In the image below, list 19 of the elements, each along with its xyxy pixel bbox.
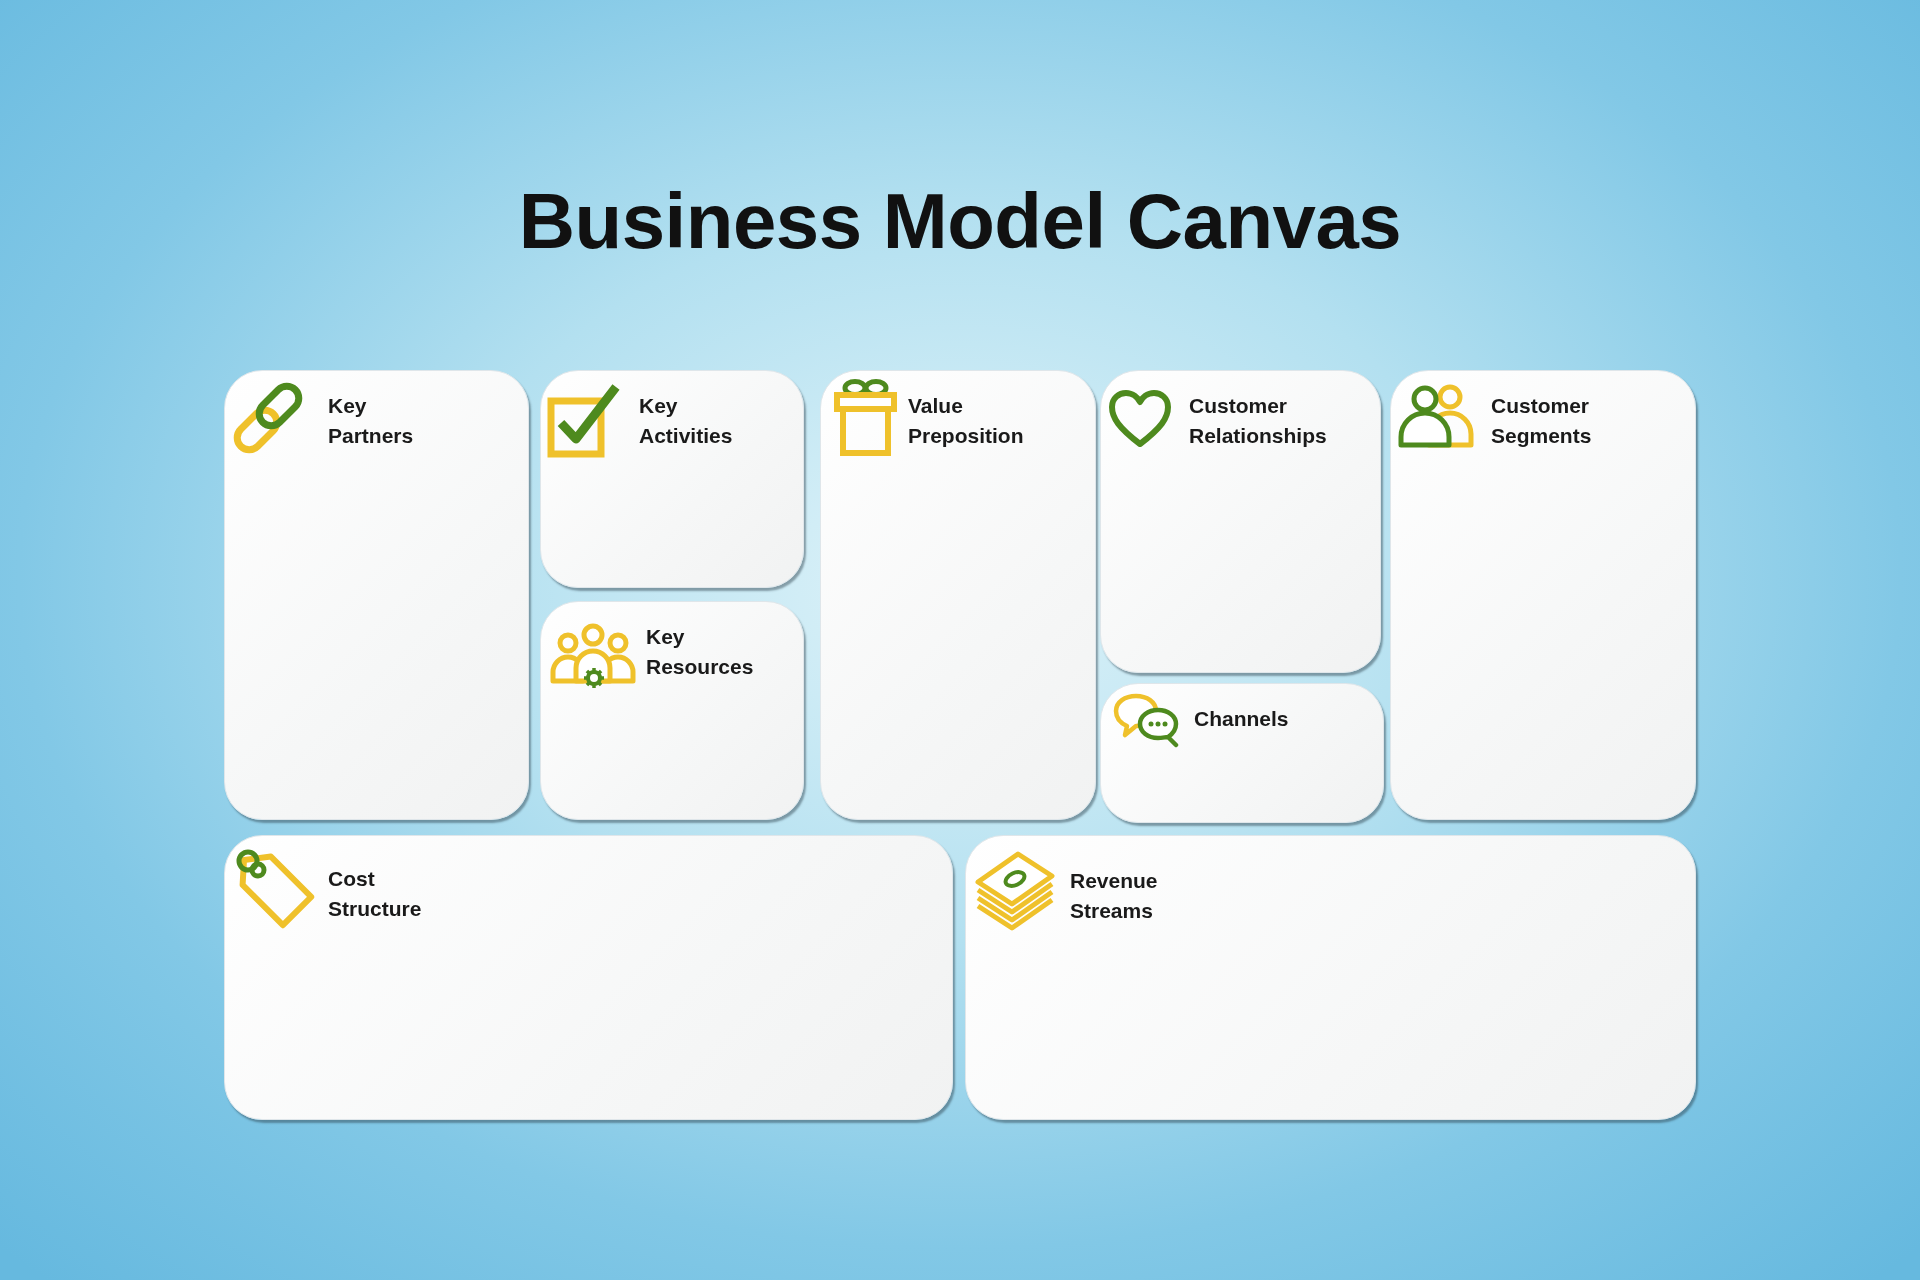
block-title: Customer Relationships bbox=[1189, 393, 1327, 449]
block-title: Channels bbox=[1194, 706, 1289, 732]
diagram-title: Business Model Canvas bbox=[518, 182, 1402, 260]
canvas-block bbox=[1100, 683, 1384, 823]
block-title: Cost Structure bbox=[328, 866, 422, 922]
canvas-block bbox=[224, 370, 529, 820]
canvas-block bbox=[1100, 370, 1381, 673]
canvas-block bbox=[1390, 370, 1696, 820]
block-title: Customer Segments bbox=[1491, 393, 1592, 449]
canvas-block bbox=[224, 835, 953, 1120]
block-title: Value Preposition bbox=[908, 393, 1024, 449]
canvas-block bbox=[540, 370, 804, 588]
block-title: Revenue Streams bbox=[1070, 868, 1158, 924]
canvas-block bbox=[540, 601, 804, 820]
block-title: Key Partners bbox=[328, 393, 414, 449]
canvas-block bbox=[965, 835, 1696, 1120]
block-title: Key Resources bbox=[646, 624, 754, 680]
canvas-block bbox=[820, 370, 1096, 820]
block-title: Key Activities bbox=[639, 393, 733, 449]
